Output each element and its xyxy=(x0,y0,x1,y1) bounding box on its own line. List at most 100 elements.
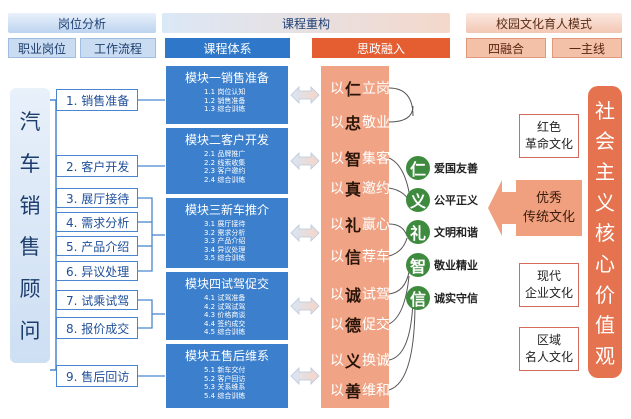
module-item: 4.4 签约成交 xyxy=(204,319,246,328)
module-title: 模块三新车推介 xyxy=(184,203,269,217)
step-label: 3. 展厅接待 xyxy=(66,191,130,206)
culture-regional: 区域 名人文化 xyxy=(519,327,579,371)
module-item: 1.2 销售准备 xyxy=(204,96,246,105)
module-item: 2.2 线索收集 xyxy=(204,158,246,167)
core-value-char: 主 xyxy=(595,160,615,185)
core-value-char: 值 xyxy=(595,313,615,338)
module-item: 2.1 品牌推广 xyxy=(204,150,246,158)
step-label: 5. 产品介绍 xyxy=(66,239,130,254)
culture-label: 红色 xyxy=(536,120,561,134)
step-9: 9. 售后回访 xyxy=(56,365,138,387)
module-1: 模块一销售准备 1.1 岗位认知 1.2 销售准备 1.3 综合训练 xyxy=(166,66,288,124)
culture-label: 传统文化 xyxy=(522,210,575,225)
job-title-char: 顾 xyxy=(19,277,41,302)
module-title: 模块四试驾促交 xyxy=(184,277,269,291)
header-campus-culture: 校园文化育人模式 xyxy=(466,13,622,33)
ideology-column xyxy=(321,66,389,408)
culture-label: 优秀 xyxy=(535,191,562,206)
module-item: 3.5 综合训练 xyxy=(204,254,246,263)
module-item: 1.1 岗位认知 xyxy=(204,88,246,96)
subheader-four-fusion: 四融合 xyxy=(466,38,546,58)
double-arrows xyxy=(290,86,320,385)
subheader-one-line: 一主线 xyxy=(552,38,622,58)
step-1: 1. 销售准备 xyxy=(56,89,138,111)
virtue-char: 仁 xyxy=(406,156,430,180)
step-label: 2. 客户开发 xyxy=(66,159,130,174)
job-title-char: 销 xyxy=(19,193,41,218)
header-campus-culture-label: 校园文化育人模式 xyxy=(495,16,592,31)
core-value-char: 义 xyxy=(595,190,615,215)
module-title: 模块一销售准备 xyxy=(184,71,269,85)
ideology-phrase: 以诚试驾 xyxy=(330,286,391,305)
culture-label: 革命文化 xyxy=(524,137,573,151)
module-title: 模块二客户开发 xyxy=(184,133,269,147)
module-2: 模块二客户开发 2.1 品牌推广 2.2 线索收集 2.3 客户邀约 2.4 综… xyxy=(166,128,288,194)
step-module-connectors xyxy=(138,99,165,377)
core-value-char: 核 xyxy=(595,221,615,246)
ideology-phrase: 以智集客 xyxy=(330,150,391,169)
culture-modern: 现代 企业文化 xyxy=(519,263,579,307)
module-item: 3.4 异议处理 xyxy=(204,245,246,254)
ideology-phrase: 以善维和 xyxy=(330,382,391,401)
ideology-phrase: 以真邀约 xyxy=(330,180,391,199)
virtue-value: 敬业精业 xyxy=(434,259,478,272)
module-item: 4.5 综合训练 xyxy=(204,328,246,337)
subheader-workflow: 工作流程 xyxy=(80,38,156,58)
module-item: 5.4 综合训练 xyxy=(204,391,246,400)
core-value-char: 心 xyxy=(595,252,615,277)
subheader-job-position-label: 职业岗位 xyxy=(17,41,66,56)
culture-excellent: 优秀 传统文化 xyxy=(516,180,582,236)
step-6: 6. 异议处理 xyxy=(56,261,138,281)
ideology-phrase: 以义换诚 xyxy=(330,352,391,371)
ideology-phrase: 以信荐车 xyxy=(330,248,391,267)
header-post-analysis: 岗位分析 xyxy=(8,13,156,33)
culture-label: 现代 xyxy=(536,269,561,283)
virtue-value: 公平正义 xyxy=(434,194,478,207)
module-item: 2.3 客户邀约 xyxy=(204,167,246,176)
culture-label: 区域 xyxy=(536,333,561,347)
step-label: 9. 售后回访 xyxy=(66,369,130,384)
virtue-char: 信 xyxy=(406,286,430,310)
virtue-char: 义 xyxy=(406,188,430,212)
module-item: 2.4 综合训练 xyxy=(204,175,246,184)
job-bracket xyxy=(50,99,57,371)
step-8: 8. 报价成交 xyxy=(56,317,138,339)
subheader-one-line-label: 一主线 xyxy=(568,41,605,56)
subheader-ideology: 思政融入 xyxy=(312,38,450,58)
job-title-char: 车 xyxy=(19,151,41,176)
subheader-ideology-label: 思政融入 xyxy=(356,41,405,56)
core-value-char: 观 xyxy=(595,344,615,369)
culture-arrow xyxy=(488,180,522,236)
step-label: 6. 异议处理 xyxy=(66,264,130,279)
module-item: 5.3 关系维系 xyxy=(204,383,246,392)
subheader-course-system: 课程体系 xyxy=(165,38,290,58)
header-course-rebuild: 课程重构 xyxy=(162,13,450,33)
ideology-phrase: 以礼赢心 xyxy=(330,216,391,235)
step-3: 3. 展厅接待 xyxy=(56,188,138,208)
virtue-value: 文明和谐 xyxy=(434,226,478,239)
job-title-char: 汽 xyxy=(19,109,41,134)
core-values-box: 社 会 主 义 核 心 价 值 观 xyxy=(588,86,622,378)
virtue-char: 礼 xyxy=(406,220,430,244)
module-item: 5.2 客户回访 xyxy=(204,374,246,383)
module-item: 3.1 展厅接待 xyxy=(204,220,246,228)
module-item: 1.3 综合训练 xyxy=(204,105,246,114)
module-3: 模块三新车推介 3.1 展厅接待 3.2 需求分析 3.3 产品介绍 3.4 异… xyxy=(166,198,288,268)
step-label: 7. 试乘试驾 xyxy=(66,293,130,308)
ideology-phrase: 以忠敬业 xyxy=(330,114,391,133)
module-item: 5.1 新车交付 xyxy=(204,366,246,374)
module-item: 4.2 试驾试驾 xyxy=(204,302,246,311)
module-item: 3.2 需求分析 xyxy=(204,228,246,237)
header-course-rebuild-label: 课程重构 xyxy=(281,16,330,31)
core-value-char: 价 xyxy=(595,282,615,307)
module-title: 模块五售后维系 xyxy=(184,349,269,363)
step-7: 7. 试乘试驾 xyxy=(56,290,138,310)
step-label: 8. 报价成交 xyxy=(66,321,130,336)
ideology-virtue-connectors xyxy=(389,87,416,391)
ideology-phrase: 以德促交 xyxy=(330,316,391,335)
step-2: 2. 客户开发 xyxy=(56,155,138,177)
step-5: 5. 产品介绍 xyxy=(56,236,138,256)
culture-label: 企业文化 xyxy=(524,286,573,300)
virtue-char: 智 xyxy=(406,253,430,277)
job-title-char: 售 xyxy=(19,235,41,260)
